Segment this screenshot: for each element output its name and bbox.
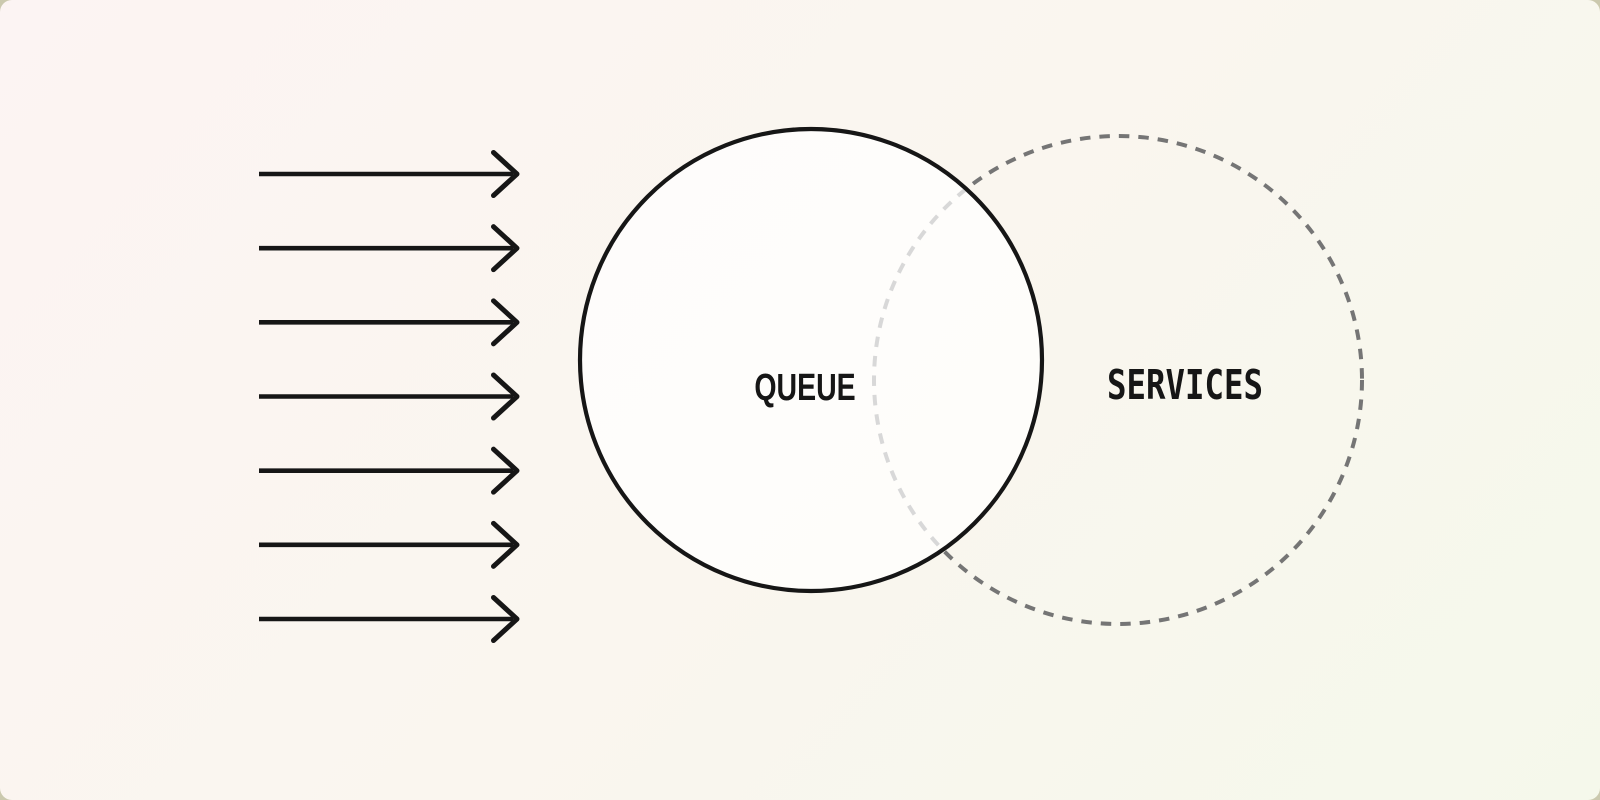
services-label: SERVICES [1107, 361, 1263, 409]
arrow-right-icon [491, 150, 520, 198]
arrivals-arrows [259, 150, 520, 643]
arrow-right-icon [491, 520, 520, 569]
queue-circle [577, 126, 1045, 594]
arrow-right-icon [491, 595, 520, 643]
arrow-right-icon [491, 298, 520, 347]
arrow-right-icon [491, 224, 520, 273]
queue-label: QUEUE [754, 367, 855, 409]
arrow-right-icon [491, 446, 520, 495]
arrow-right-icon [491, 372, 520, 421]
